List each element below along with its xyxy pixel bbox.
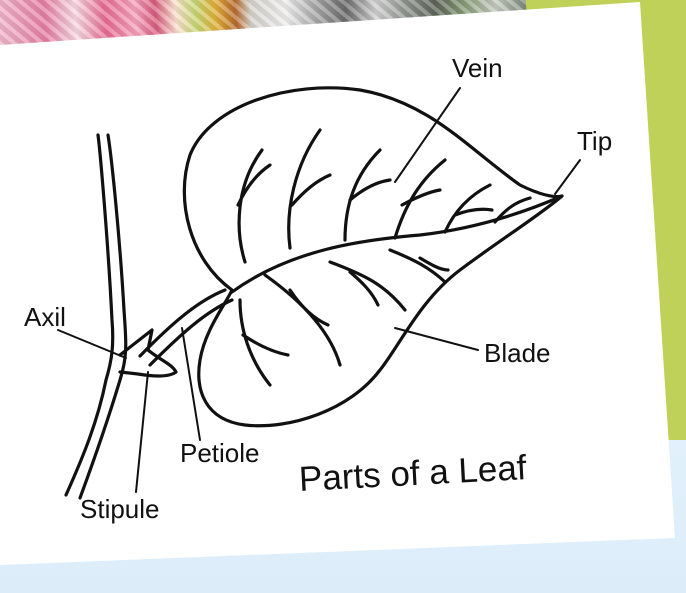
- tip-label: Tip: [577, 128, 612, 154]
- stipule-label: Stipule: [80, 496, 160, 522]
- petiole-label: Petiole: [180, 440, 260, 466]
- vein-label: Vein: [452, 55, 503, 81]
- blade-label: Blade: [484, 340, 551, 366]
- axil-label: Axil: [24, 304, 66, 330]
